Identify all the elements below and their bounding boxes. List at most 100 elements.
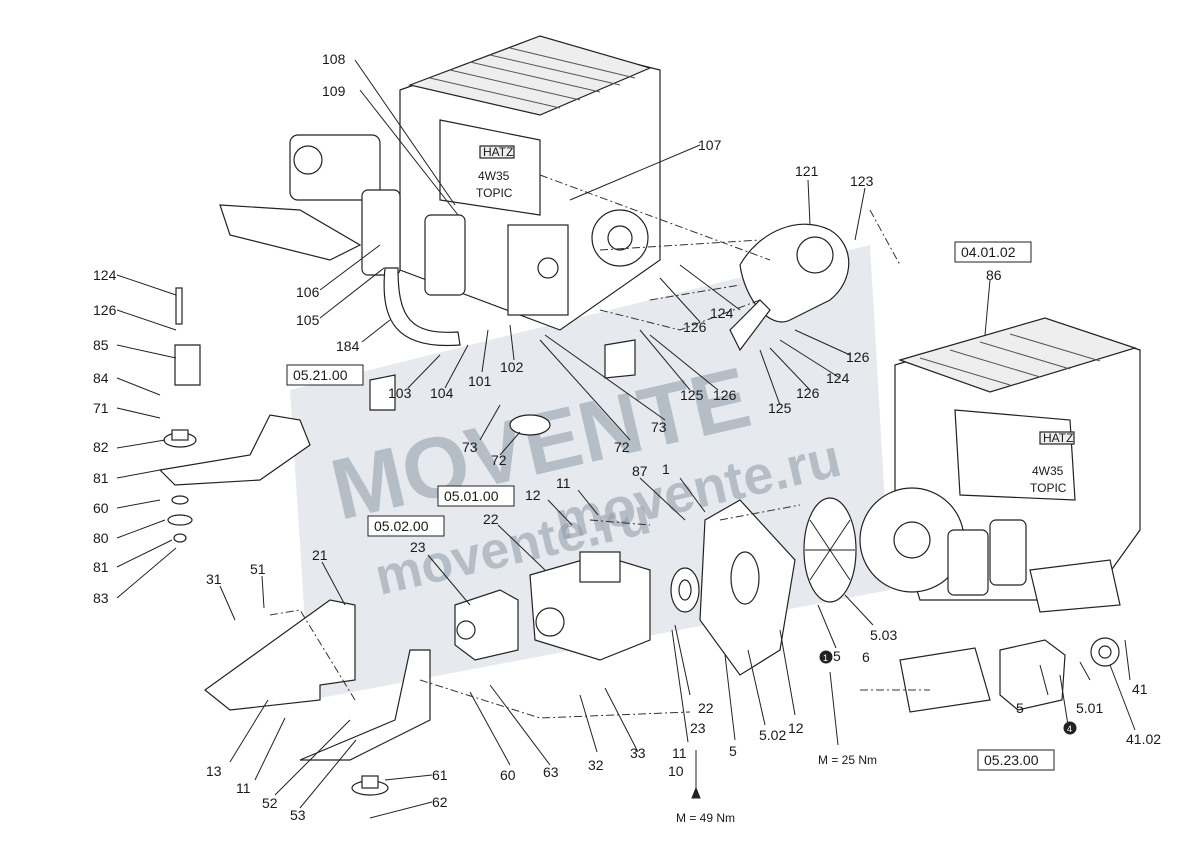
coupling-parts [670, 497, 857, 676]
svg-text:HATZ: HATZ [483, 145, 513, 159]
callout: 11 [236, 780, 251, 796]
engine-top: HATZ 4W35 TOPIC [219, 35, 661, 347]
callout: 12 [525, 487, 541, 503]
svg-text:4W35: 4W35 [478, 169, 510, 183]
pumps [454, 551, 1120, 713]
callout: 124 [710, 305, 734, 321]
callout: 51 [250, 561, 266, 577]
callout: 31 [206, 571, 222, 587]
callout: 108 [322, 51, 346, 67]
ref-05-21-00: 05.21.00 [293, 367, 348, 383]
callout: 84 [93, 370, 109, 386]
callout: 72 [614, 439, 630, 455]
ref-box-05-01-00 [437, 485, 515, 507]
callout: 125 [768, 400, 792, 416]
callout: 85 [93, 337, 109, 353]
callout: 13 [206, 763, 222, 779]
callout: 107 [698, 137, 722, 153]
callout: 41 [1132, 681, 1148, 697]
torque-note-49: M = 49 Nm [676, 811, 735, 825]
marker-1-icon [819, 650, 833, 664]
markers: 1 4 [819, 650, 1077, 735]
callout: 10 [668, 763, 684, 779]
callout: 83 [93, 590, 109, 606]
callout: 72 [491, 452, 507, 468]
ref-04-01-02: 04.01.02 [961, 244, 1016, 260]
callout: 5 [1016, 700, 1024, 716]
callout: 126 [846, 349, 870, 365]
callout: 61 [432, 767, 448, 783]
callout: 126 [713, 387, 737, 403]
marker-4-icon [1063, 721, 1077, 735]
callout: 73 [651, 419, 667, 435]
callout: 52 [262, 795, 278, 811]
callout-labels: 108 109 107 121 123 106 105 184 103 104 … [93, 51, 1161, 823]
callout: 21 [312, 547, 328, 563]
mounts [163, 287, 551, 796]
callout: 184 [336, 338, 360, 354]
callout: 60 [93, 500, 109, 516]
callout: 5 [729, 743, 737, 759]
ref-box-05-02-00 [367, 515, 445, 537]
svg-text:TOPIC: TOPIC [1030, 481, 1067, 495]
ref-05-01-00: 05.01.00 [444, 488, 499, 504]
callout: 12 [788, 720, 804, 736]
ref-box-05-21-00 [286, 364, 364, 386]
leader-lines [116, 59, 1136, 819]
callout: 123 [850, 173, 874, 189]
callout: 5.03 [870, 627, 897, 643]
svg-text:TOPIC: TOPIC [476, 186, 513, 200]
callout: 53 [290, 807, 306, 823]
callout: 33 [630, 745, 646, 761]
svg-text:HATZ: HATZ [1043, 431, 1073, 445]
ref-box-04-01-02 [954, 241, 1032, 263]
timing-cover [729, 223, 850, 352]
callout: 5.02 [759, 727, 786, 743]
callout: 71 [93, 400, 109, 416]
callout: 106 [296, 284, 320, 300]
callout: 101 [468, 373, 492, 389]
callout: 80 [93, 530, 109, 546]
callout: 11 [556, 475, 571, 491]
engine-right: HATZ 4W35 TOPIC [859, 317, 1141, 613]
callout: 1 [662, 461, 670, 477]
svg-text:1: 1 [823, 653, 828, 663]
callout: 63 [543, 764, 559, 780]
callout: 125 [680, 387, 704, 403]
callout: 105 [296, 312, 320, 328]
callout: 124 [93, 267, 117, 283]
callout: 104 [430, 385, 454, 401]
callout: 87 [632, 463, 648, 479]
watermark: MOVENTE movente.ru movente.ru [290, 245, 890, 700]
assembly-lines [269, 174, 930, 719]
callout: 82 [93, 439, 109, 455]
callout: 22 [698, 700, 714, 716]
callout: 5.01 [1076, 700, 1103, 716]
ref-05-02-00: 05.02.00 [374, 518, 429, 534]
callout: 62 [432, 794, 448, 810]
callout: 11 [672, 745, 687, 761]
callout: 5 [833, 648, 841, 664]
torque-notes: M = 25 Nm M = 49 Nm [676, 753, 877, 825]
callout: 23 [410, 539, 426, 555]
callout: 6 [862, 649, 870, 665]
callout: 126 [796, 385, 820, 401]
brackets [158, 339, 636, 761]
svg-text:4: 4 [1067, 724, 1072, 734]
callout: 86 [986, 267, 1002, 283]
callout: 126 [93, 302, 117, 318]
callout: 124 [826, 370, 850, 386]
callout: 126 [683, 319, 707, 335]
torque-note-25: M = 25 Nm [818, 753, 877, 767]
reference-boxes: 05.21.00 05.01.00 05.02.00 04.01.02 05.2… [286, 241, 1055, 771]
engine-badge-top [479, 145, 515, 159]
callout: 23 [690, 720, 706, 736]
callout: 81 [93, 470, 109, 486]
callout: 32 [588, 757, 604, 773]
callout: 103 [388, 385, 412, 401]
callout: 41.02 [1126, 731, 1161, 747]
callout: 81 [93, 559, 109, 575]
callout: 73 [462, 439, 478, 455]
